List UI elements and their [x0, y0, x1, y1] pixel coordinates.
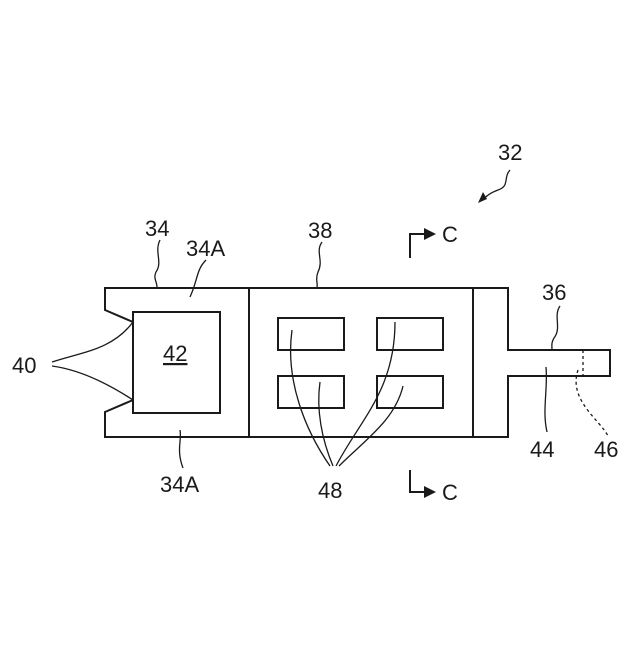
section-arrow-top-line [410, 234, 425, 258]
leader-40-upper [52, 322, 133, 362]
leader-36 [552, 306, 560, 350]
leader-32 [482, 170, 510, 200]
label-44: 44 [530, 437, 554, 462]
opening-48-top-right [377, 318, 443, 350]
opening-48-bottom-right [377, 376, 443, 408]
label-34a-top: 34A [186, 236, 225, 261]
label-32: 32 [498, 140, 522, 165]
label-42: 42 [163, 341, 187, 366]
section-arrow-bottom-line [410, 470, 425, 492]
label-38: 38 [308, 218, 332, 243]
section-arrow-bottom-head [424, 486, 436, 498]
label-48: 48 [318, 478, 342, 503]
label-40: 40 [12, 353, 36, 378]
leader-34a-top [190, 260, 206, 297]
section-label-top: C [442, 222, 458, 247]
opening-48-bottom-left [278, 376, 344, 408]
label-36: 36 [542, 280, 566, 305]
leader-34a-bottom [179, 430, 183, 468]
leader-46 [576, 370, 608, 436]
leader-34 [155, 240, 160, 287]
label-34: 34 [145, 216, 169, 241]
leader-48-d [339, 386, 403, 466]
section-label-bottom: C [442, 480, 458, 505]
leader-40-lower [52, 366, 133, 400]
opening-48-top-left [278, 318, 344, 350]
label-46: 46 [594, 437, 618, 462]
leader-38 [317, 242, 322, 287]
leader-48-b [319, 382, 333, 466]
arrowhead-32 [478, 192, 487, 203]
section-arrow-top-head [424, 228, 436, 240]
label-34a-bottom: 34A [160, 472, 199, 497]
